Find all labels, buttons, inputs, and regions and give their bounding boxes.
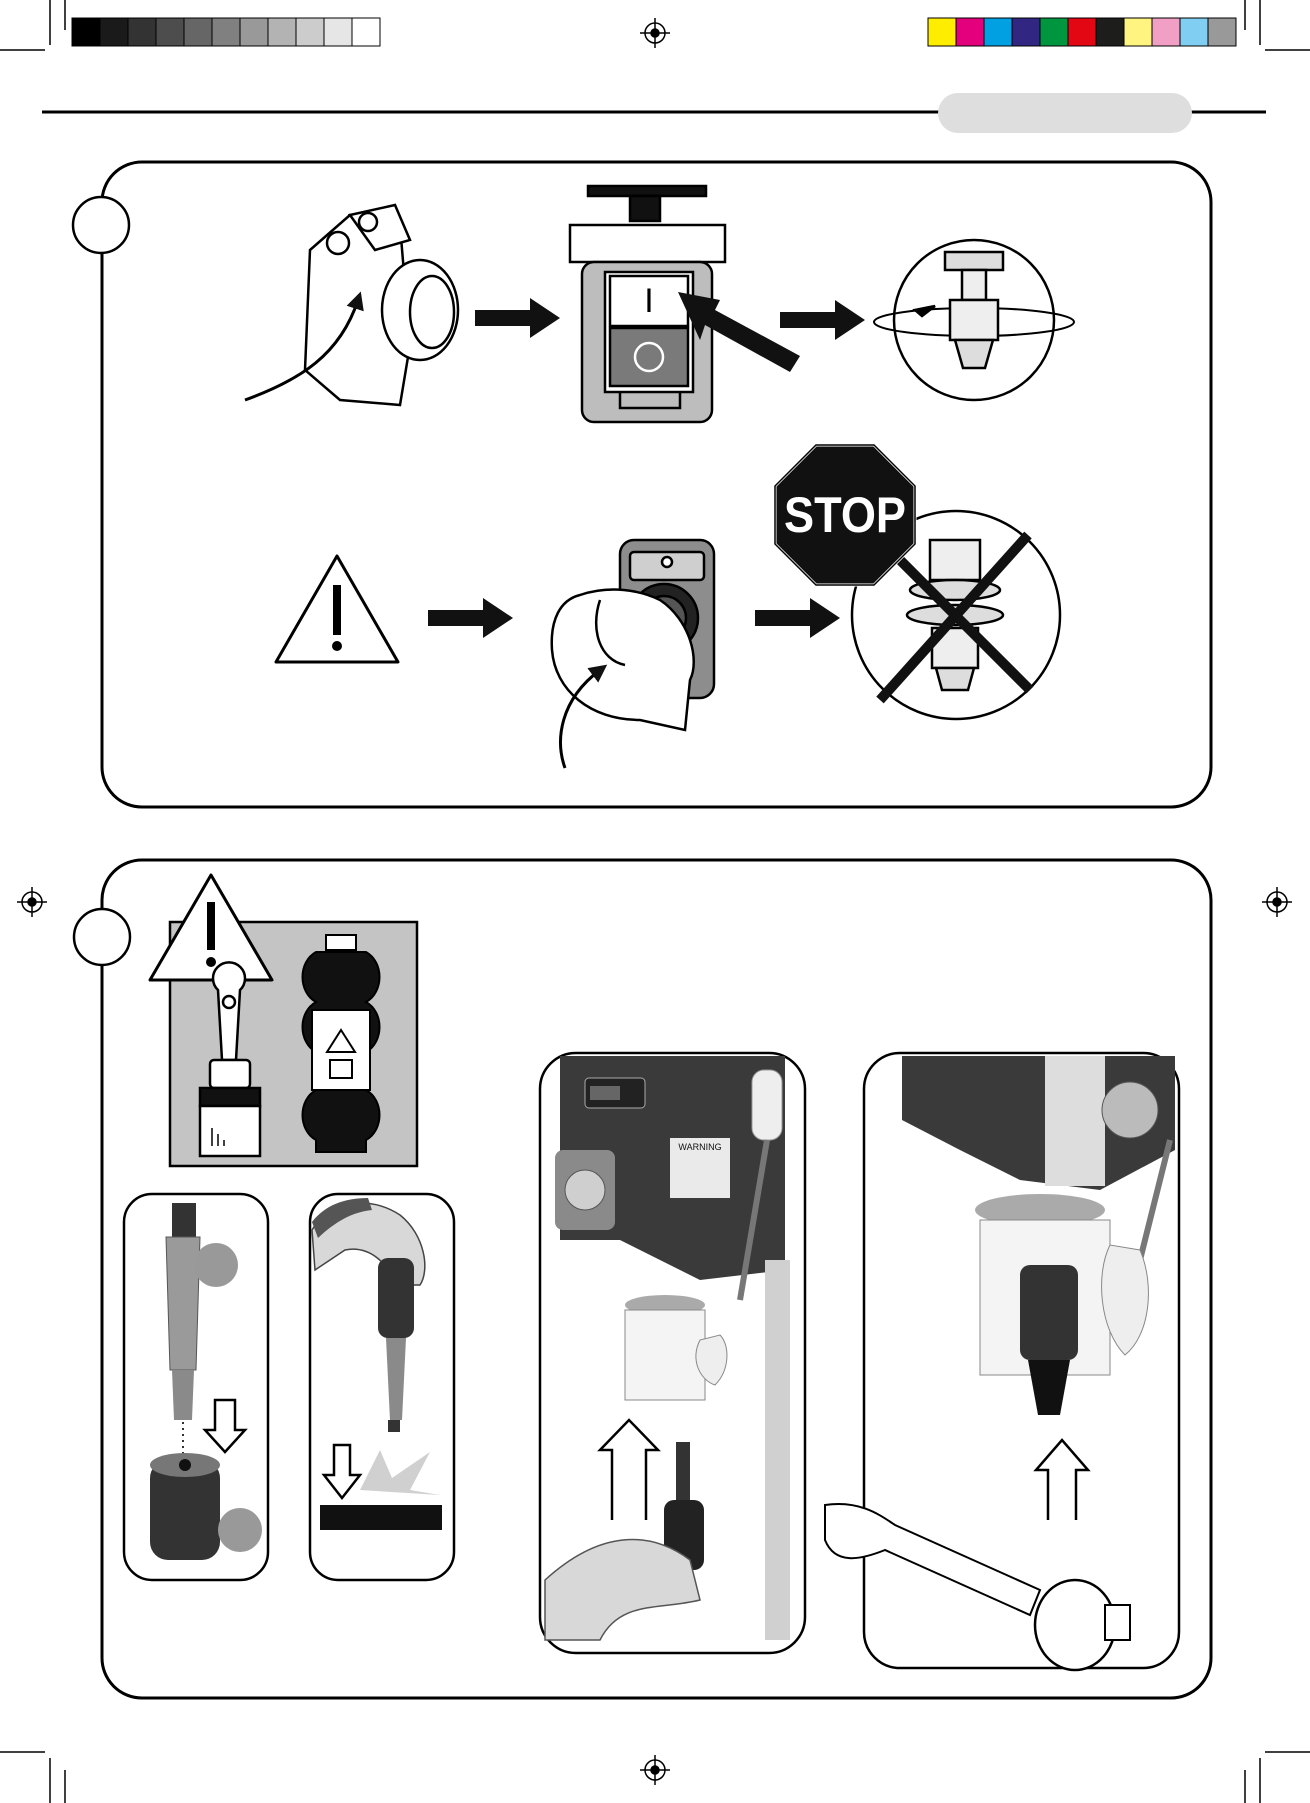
arbor-tap-photo (310, 1194, 454, 1580)
stop-sign-label: STOP (784, 487, 906, 543)
switch-on-symbol: I (644, 282, 653, 320)
color-swatch (928, 18, 956, 46)
color-swatch (240, 18, 268, 46)
color-swatch (128, 18, 156, 46)
rotating-spindle-icon (874, 240, 1074, 400)
color-swatch (296, 18, 324, 46)
process-color-bar (928, 18, 1236, 46)
machine-warning-label: WARNING (678, 1142, 721, 1152)
on-off-switch-icon: I O (570, 186, 800, 422)
color-swatch (212, 18, 240, 46)
color-swatch (352, 18, 380, 46)
color-swatch (984, 18, 1012, 46)
color-swatch (1012, 18, 1040, 46)
panel-chuck-installation: WARNING (74, 860, 1211, 1698)
stop-sign-icon: STOP (775, 445, 915, 585)
arrow-right-icon (475, 298, 560, 338)
color-swatch (156, 18, 184, 46)
arrow-right-icon (780, 300, 865, 340)
arbor-insert-photo (124, 1194, 268, 1580)
step-marker-circle (74, 909, 130, 965)
chuck-mallet-photo (825, 1053, 1179, 1670)
color-swatch (184, 18, 212, 46)
color-swatch (1068, 18, 1096, 46)
solvent-cleaning-box (150, 875, 417, 1166)
grayscale-color-bar (72, 18, 380, 46)
color-swatch (1180, 18, 1208, 46)
color-swatch (1124, 18, 1152, 46)
color-swatch (1096, 18, 1124, 46)
warning-icon (276, 556, 398, 662)
color-swatch (1152, 18, 1180, 46)
chuck-insert-photo: WARNING (540, 1053, 805, 1653)
solvent-bottle-icon (303, 935, 380, 1152)
emergency-stop-button-icon (552, 540, 714, 768)
header-tab (938, 93, 1192, 133)
plug-icon (245, 205, 458, 405)
panel-switch-operation: I O (73, 162, 1211, 807)
step-marker-circle (73, 197, 129, 253)
color-swatch (324, 18, 352, 46)
color-swatch (268, 18, 296, 46)
arrow-right-icon (755, 598, 840, 638)
color-swatch (72, 18, 100, 46)
arrow-right-icon (428, 598, 513, 638)
color-swatch (956, 18, 984, 46)
color-swatch (100, 18, 128, 46)
color-swatch (1040, 18, 1068, 46)
color-swatch (1208, 18, 1236, 46)
